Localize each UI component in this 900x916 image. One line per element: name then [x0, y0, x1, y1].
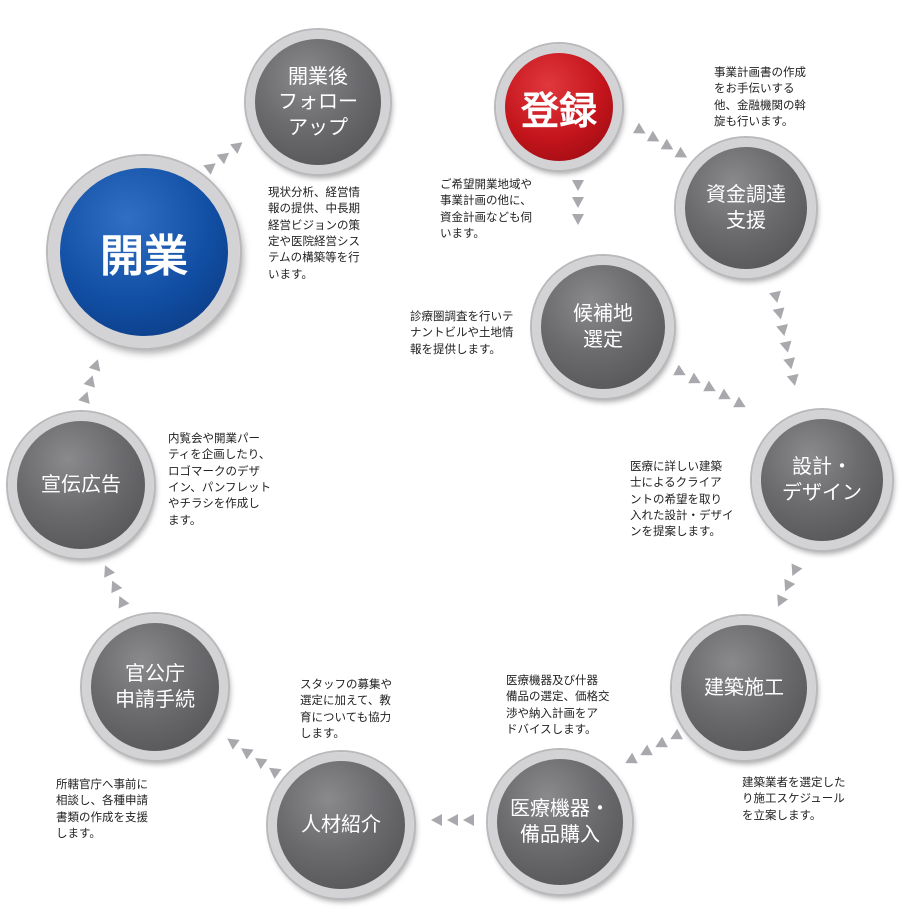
node-kaigyo: 開業 — [48, 156, 240, 348]
node-kenchiku: 建築施工 — [672, 616, 816, 760]
desc-kankocho: 所轄官庁へ事前に 相談し、各種申請 書類の作成を支援 します。 — [56, 777, 148, 840]
arrow-kouhochi-sekkei — [673, 364, 746, 408]
node-touroku: 登録 — [496, 44, 622, 170]
arrow-shikin-sekkei — [769, 290, 799, 386]
desc-followup: 現状分析、経営情 報の提供、中長期 経営ビジョンの策 定や医院経営シス テムの構… — [268, 185, 360, 281]
node-sekkei: 設計・ デザイン — [752, 410, 892, 550]
node-followup: 開業後 フォロー アップ — [246, 30, 390, 174]
arrow-kankocho-senden — [104, 565, 130, 609]
node-senden: 宣伝広告 — [8, 412, 154, 558]
desc-kouhochi: 診療圏調査を行いテ ナントビルや土地情 報を提供します。 — [410, 309, 514, 356]
arrow-touroku-kouhochi — [572, 180, 584, 225]
desc-jinzai: スタッフの募集や 選定に加えて、教 育についても協力 します。 — [300, 677, 392, 740]
desc-shikin: ご希望開業地域や 事業計画の他に、 資金計画なども伺 います。 — [440, 177, 532, 240]
node-shikin: 資金調達 支援 — [676, 138, 816, 278]
desc-kenchiku: 建築業者を選定した り施工スケジュール を立案します。 — [742, 775, 846, 822]
desc-touroku: 事業計画書の作成 をお手伝いする 他、金融機関の斡 旋も行います。 — [714, 65, 806, 128]
node-kouhochi: 候補地 選定 — [532, 256, 674, 398]
desc-senden: 内覧会や開業パー ティを企画したり、 ロゴマークのデザ イン、パンフレット やチ… — [168, 431, 272, 527]
arrow-kaigyo-followup — [203, 142, 243, 175]
arrow-sekkei-kenchiku — [777, 563, 803, 607]
node-jinzai: 人材紹介 — [268, 752, 414, 898]
node-kankocho: 官公庁 申請手続 — [82, 614, 228, 760]
desc-sekkei: 医療に詳しい建築 士によるクライア ントの希望を取り 入れた設計・デザイ ンを提… — [630, 459, 734, 539]
arrow-iryokiki-jinzai — [431, 814, 474, 826]
arrow-jinzai-kankocho — [227, 738, 282, 779]
desc-iryokiki: 医療機器及び什器 備品の選定、価格交 渉や納入計画をア ドバイスします。 — [506, 673, 610, 736]
arrow-senden-kaigyo — [78, 359, 101, 404]
arrow-kenchiku-iryokiki — [625, 728, 683, 764]
arrow-touroku-shikin — [633, 122, 688, 158]
node-iryokiki: 医療機器・ 備品購入 — [488, 750, 632, 894]
